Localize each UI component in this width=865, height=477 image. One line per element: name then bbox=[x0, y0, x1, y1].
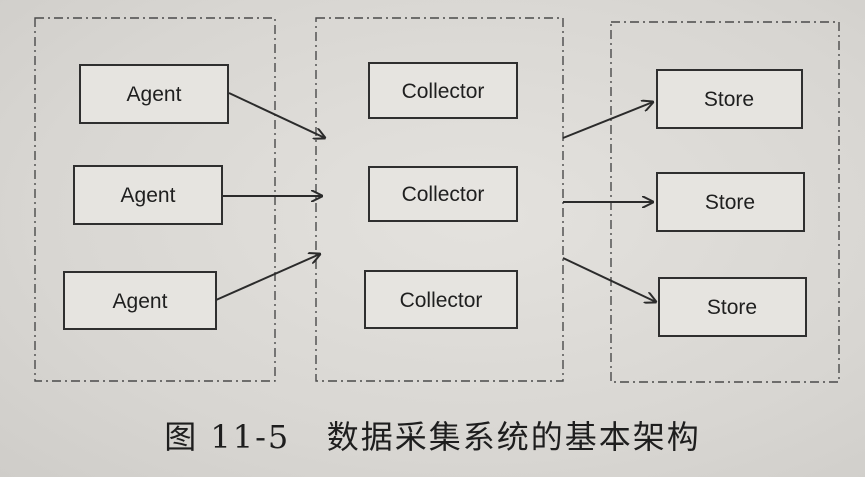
collector-node: Collector bbox=[368, 166, 518, 222]
collector-label: Collector bbox=[400, 289, 483, 312]
store-label: Store bbox=[705, 191, 755, 214]
store-node: Store bbox=[656, 69, 803, 129]
collector-node: Collector bbox=[364, 270, 518, 329]
store-node: Store bbox=[656, 172, 805, 232]
agent-label: Agent bbox=[113, 290, 168, 313]
agent-node: Agent bbox=[63, 271, 217, 330]
agent-label: Agent bbox=[121, 184, 176, 207]
collector-to-store-arrow bbox=[562, 257, 656, 302]
agent-to-collector-arrow bbox=[215, 254, 320, 301]
agent-node: Agent bbox=[79, 64, 229, 124]
store-node: Store bbox=[658, 277, 807, 337]
agent-group-frame bbox=[34, 17, 276, 382]
collector-label: Collector bbox=[402, 183, 485, 206]
store-label: Store bbox=[707, 296, 757, 319]
collector-to-store-arrow bbox=[562, 102, 653, 139]
store-label: Store bbox=[704, 88, 754, 111]
collector-label: Collector bbox=[402, 80, 485, 103]
agent-to-collector-arrow bbox=[228, 92, 325, 138]
collector-node: Collector bbox=[368, 62, 518, 119]
agent-label: Agent bbox=[127, 83, 182, 106]
figure-caption: 图 11-5 数据采集系统的基本架构 bbox=[164, 418, 701, 456]
agent-node: Agent bbox=[73, 165, 223, 225]
